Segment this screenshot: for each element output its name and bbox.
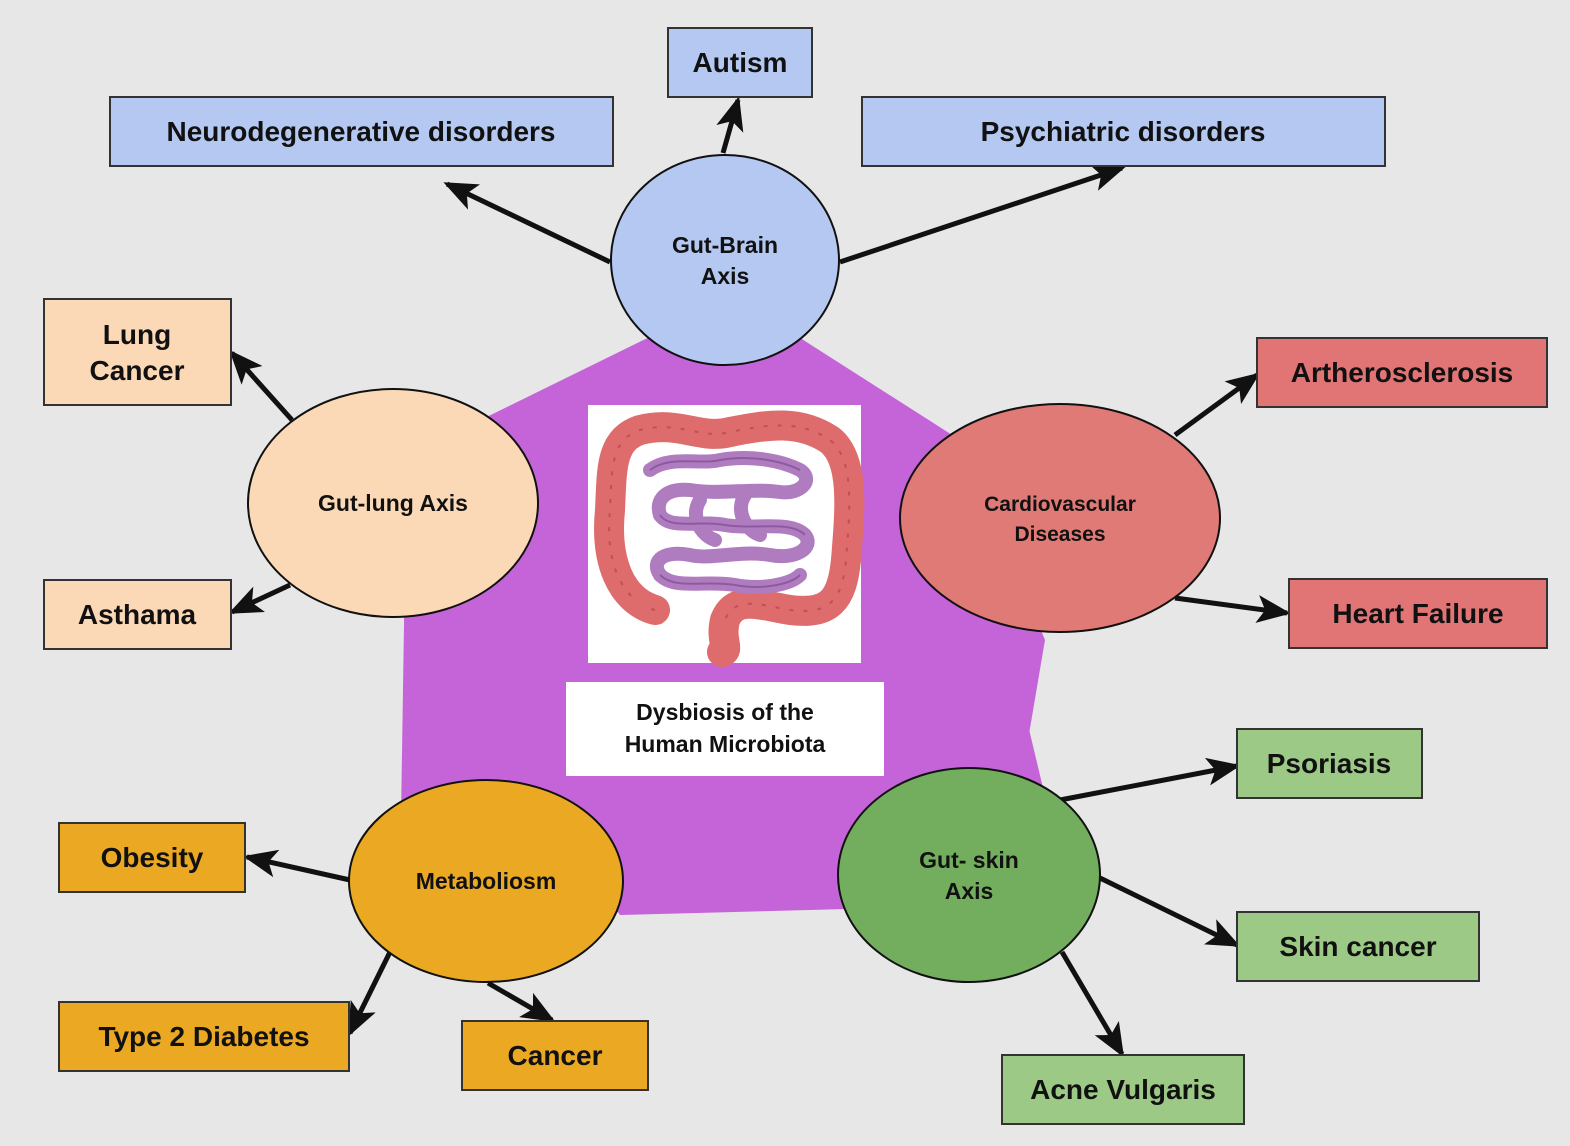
box-skin-cancer: Skin cancer: [1236, 911, 1480, 982]
box-type2-diabetes: Type 2 Diabetes: [58, 1001, 350, 1072]
psych-label: Psychiatric disorders: [981, 116, 1266, 147]
arrow-brain-autism: [716, 96, 744, 154]
node-gut-lung-axis: Gut-lung Axis: [247, 388, 539, 618]
acne-label: Acne Vulgaris: [1030, 1074, 1216, 1105]
node-metabolism: Metaboliosm: [348, 779, 624, 983]
metab-label: Metaboliosm: [416, 868, 557, 894]
node-gut-brain-axis: Gut-Brain Axis: [610, 154, 840, 366]
arrow-skin-psoriasis: [1059, 757, 1241, 803]
autism-label: Autism: [693, 47, 788, 78]
heart-failure-label: Heart Failure: [1332, 598, 1503, 629]
box-psoriasis: Psoriasis: [1236, 728, 1423, 799]
box-lung-cancer: Lung Cancer: [43, 298, 232, 406]
gut-brain-line1: Gut-Brain: [672, 232, 778, 258]
box-asthma: Asthama: [43, 579, 232, 650]
box-artherosclerosis: Artherosclerosis: [1256, 337, 1548, 408]
obesity-label: Obesity: [101, 842, 204, 873]
lung-cancer-line2: Cancer: [90, 355, 185, 386]
arrow-lung-asthma: [228, 582, 292, 615]
psoriasis-label: Psoriasis: [1267, 748, 1392, 779]
gut-skin-line1: Gut- skin: [919, 847, 1019, 873]
box-cancer: Cancer: [461, 1020, 649, 1091]
cardio-line2: Diseases: [1014, 523, 1105, 546]
intestine-icon: [588, 405, 865, 667]
center-label-line1: Dysbiosis of the: [636, 699, 814, 725]
node-cardiovascular: Cardiovascular Diseases: [899, 403, 1221, 633]
arrow-cardio-heart: [1174, 595, 1291, 623]
gut-lung-label: Gut-lung Axis: [318, 490, 468, 516]
box-heart-failure: Heart Failure: [1288, 578, 1548, 649]
neuro-label: Neurodegenerative disorders: [166, 116, 555, 147]
asthma-label: Asthama: [78, 599, 197, 630]
diabetes-label: Type 2 Diabetes: [98, 1021, 309, 1052]
box-autism: Autism: [667, 27, 813, 98]
lung-cancer-line1: Lung: [103, 319, 171, 350]
gut-skin-line2: Axis: [945, 878, 994, 904]
gut-brain-line2: Axis: [701, 263, 750, 289]
node-gut-skin-axis: Gut- skin Axis: [837, 767, 1101, 983]
arrow-metab-diabetes: [347, 950, 393, 1037]
arrow-lung-cancer: [229, 350, 294, 422]
cardio-line1: Cardiovascular: [984, 493, 1136, 516]
box-psychiatric: Psychiatric disorders: [861, 96, 1386, 167]
artherosclerosis-label: Artherosclerosis: [1291, 357, 1514, 388]
cancer-label: Cancer: [508, 1040, 603, 1071]
skin-cancer-label: Skin cancer: [1279, 931, 1436, 962]
box-neurodegenerative: Neurodegenerative disorders: [109, 96, 614, 167]
arrows: [228, 96, 1291, 1058]
arrow-brain-neuro: [443, 181, 612, 265]
box-acne-vulgaris: Acne Vulgaris: [1001, 1054, 1245, 1125]
arrow-metab-obesity: [243, 849, 351, 883]
arrow-cardio-arth: [1173, 372, 1261, 438]
center-label: Dysbiosis of the Human Microbiota: [566, 682, 884, 776]
center-label-line2: Human Microbiota: [625, 731, 826, 757]
arrow-brain-psych: [839, 164, 1126, 265]
arrow-skin-skincancer: [1098, 875, 1241, 948]
arrow-skin-acne: [1059, 950, 1125, 1058]
box-obesity: Obesity: [58, 822, 246, 893]
arrow-metab-cancer: [486, 980, 556, 1023]
